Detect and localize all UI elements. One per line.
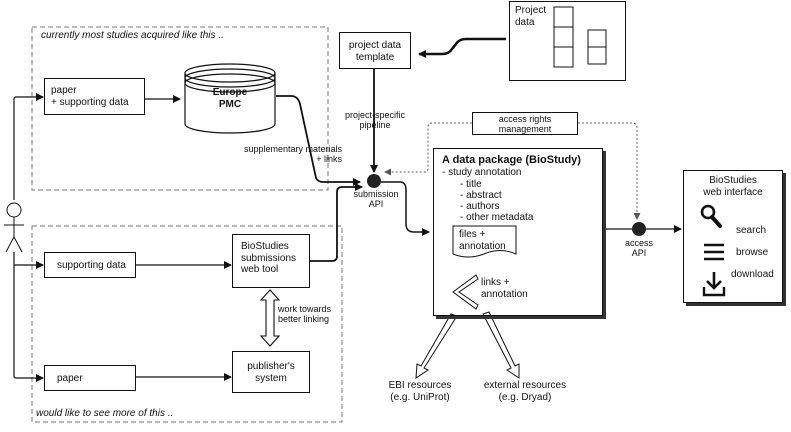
bottom-region-frame [31, 225, 343, 423]
package-files-label: files + annotation [459, 229, 506, 252]
paper-supporting-box: paper + supporting data [44, 78, 145, 115]
web-interface-box: BioStudies web interface [683, 170, 783, 303]
paper-supporting-label: paper + supporting data [51, 85, 129, 108]
document-icon [452, 225, 517, 258]
edge-pmc-submission [276, 95, 361, 186]
package-item-title: - title [460, 179, 482, 190]
supplementary-label: supplementary materials + links [243, 144, 342, 165]
package-item-authors: - authors [460, 201, 500, 212]
top-region-caption: currently most studies acquired like thi… [41, 30, 224, 41]
project-template-box: project data template [339, 32, 411, 69]
package-item-abstract: - abstract [460, 190, 502, 201]
hollow-arrow-external [482, 311, 520, 379]
package-annotation-head: - study annotation [442, 167, 522, 178]
europe-pmc-label: Europe PMC [212, 87, 248, 110]
access-rights-box: access rights management [472, 112, 578, 135]
access-api-label: access API [624, 238, 653, 259]
work-towards-label: work towards better linking [278, 304, 332, 325]
magnifier-icon [700, 204, 722, 228]
access-rights-label: access rights management [498, 114, 552, 135]
link-icon [452, 274, 479, 310]
publisher-system-box: publisher's system [232, 351, 310, 393]
publisher-system-label: publisher's system [247, 361, 295, 384]
project-pipeline-label: project-specific pipeline [344, 110, 406, 131]
data-package-box: A data package (BioStudy) - study annota… [433, 148, 603, 316]
package-item-metadata: - other metadata [460, 212, 534, 223]
double-arrow-icon [259, 289, 281, 347]
search-label[interactable]: search [736, 225, 767, 236]
download-label[interactable]: download [731, 269, 774, 280]
access-api-node [632, 222, 646, 236]
database-icon [184, 63, 276, 134]
ebi-resources-label: EBI resources (e.g. UniProt) [388, 380, 452, 403]
edge-submission-package [381, 181, 430, 236]
edge-tool-submission [310, 183, 363, 262]
edge-person-paper-supporting [13, 93, 44, 200]
edge-access-submission [384, 122, 472, 176]
project-data-label: Project data [515, 5, 547, 28]
package-links-label: links + annotation [481, 277, 528, 300]
download-icon [702, 272, 726, 297]
browse-label[interactable]: browse [736, 247, 769, 258]
project-template-label: project data template [348, 40, 402, 63]
web-interface-title: BioStudies web interface [703, 175, 763, 198]
supporting-data-box: supporting data [44, 252, 136, 278]
submission-api-label: submission API [353, 189, 399, 210]
list-icon [704, 243, 724, 261]
submission-api-node [367, 174, 381, 188]
biostudies-tool-label: BioStudies submissions web tool [241, 241, 297, 275]
hollow-arrow-ebi [415, 313, 458, 379]
paper-label: paper [57, 373, 83, 384]
edge-person-paper [13, 252, 44, 382]
person-icon [4, 202, 24, 253]
biostudies-tool-box: BioStudies submissions web tool [232, 234, 310, 288]
package-title: A data package (BioStudy) [442, 154, 581, 166]
bottom-region-caption: would like to see more of this .. [36, 408, 174, 419]
edge-project-template [418, 37, 506, 58]
external-resources-label: external resources (e.g. Dryad) [483, 380, 567, 403]
project-data-grid-icon [553, 6, 607, 68]
project-data-box: Project data [509, 1, 626, 81]
supporting-data-label: supporting data [57, 260, 126, 271]
edge-access-accessapi [578, 122, 641, 220]
paper-box: paper [44, 365, 136, 391]
top-region-frame [31, 26, 329, 191]
